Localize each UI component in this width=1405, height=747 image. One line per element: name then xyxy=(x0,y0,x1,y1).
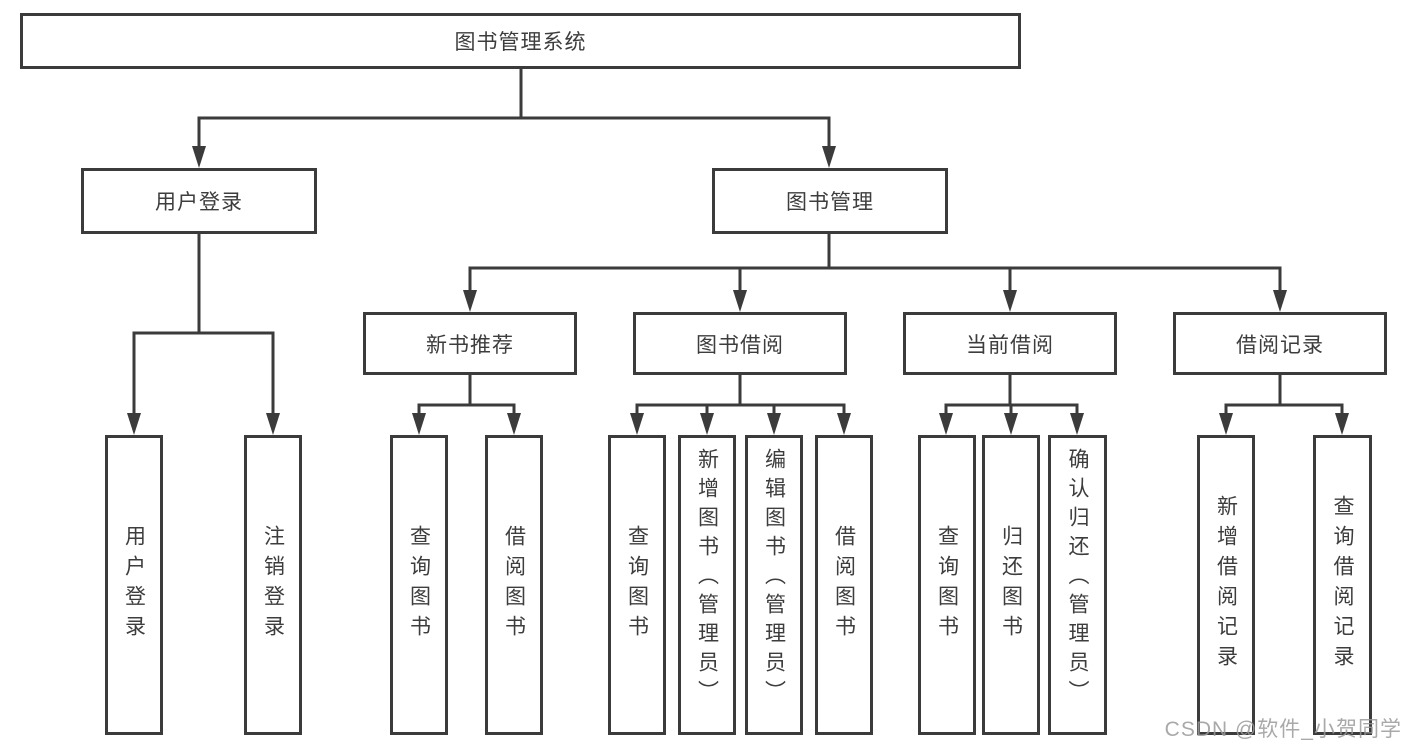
node-book-borrow: 图书借阅 xyxy=(633,312,847,375)
arrow-icon xyxy=(837,413,851,435)
node-label: 用户登录 xyxy=(155,191,243,214)
leaf-borrow-books: 借阅图书 xyxy=(815,435,873,735)
node-root: 图书管理系统 xyxy=(20,13,1021,69)
node-label: 查询图书 xyxy=(935,525,959,645)
node-label: 新书推荐 xyxy=(426,333,514,357)
arrow-icon xyxy=(463,290,477,312)
node-new-book-recommend: 新书推荐 xyxy=(363,312,577,375)
connector-bookborrow-split xyxy=(635,403,846,413)
node-book-management: 图书管理 xyxy=(712,168,948,234)
node-label: 图书管理 xyxy=(786,191,874,214)
node-label: 借阅图书 xyxy=(832,525,856,645)
node-current-borrow: 当前借阅 xyxy=(903,312,1117,375)
arrow-icon xyxy=(127,413,141,435)
node-label: 借阅图书 xyxy=(502,525,526,645)
arrow-icon xyxy=(1219,413,1233,435)
node-root-label: 图书管理系统 xyxy=(454,31,587,54)
arrowheads xyxy=(127,146,1349,435)
arrow-icon xyxy=(192,146,206,168)
leaf-edit-book-admin: 编辑图书（管理员） xyxy=(745,435,803,735)
leaf-user-login: 用户登录 xyxy=(105,435,163,735)
leaf-return-book: 归还图书 xyxy=(982,435,1040,735)
node-label: 查询借阅记录 xyxy=(1331,495,1354,675)
arrow-icon xyxy=(733,290,747,312)
node-label: 归还图书 xyxy=(999,525,1023,645)
arrow-icon xyxy=(412,413,426,435)
node-label: 查询图书 xyxy=(625,525,649,645)
connector-level1-split xyxy=(197,116,831,146)
node-borrow-records: 借阅记录 xyxy=(1173,312,1387,375)
connector-lines xyxy=(132,67,1344,413)
arrow-icon xyxy=(822,146,836,168)
arrow-icon xyxy=(1003,290,1017,312)
leaf-add-borrow-record: 新增借阅记录 xyxy=(1197,435,1255,735)
arrow-icon xyxy=(939,413,953,435)
leaf-query-borrow-record: 查询借阅记录 xyxy=(1313,435,1372,735)
node-label: 注销登录 xyxy=(261,525,285,645)
node-label: 新增图书（管理员） xyxy=(695,448,719,709)
arrow-icon xyxy=(1335,413,1349,435)
leaf-logout: 注销登录 xyxy=(244,435,302,735)
arrow-icon xyxy=(1273,290,1287,312)
arrow-icon xyxy=(1070,413,1084,435)
leaf-borrow-books-recommend: 借阅图书 xyxy=(485,435,543,735)
arrow-icon xyxy=(767,413,781,435)
node-label: 当前借阅 xyxy=(966,333,1054,357)
connector-userlogin-split xyxy=(132,331,275,413)
connector-newbook-split xyxy=(417,403,516,413)
leaf-confirm-return-admin: 确认归还（管理员） xyxy=(1048,435,1107,735)
node-label: 图书借阅 xyxy=(696,333,784,357)
node-label: 借阅记录 xyxy=(1236,333,1324,357)
arrow-icon xyxy=(700,413,714,435)
node-user-login: 用户登录 xyxy=(81,168,317,234)
node-label: 新增借阅记录 xyxy=(1214,495,1238,675)
leaf-query-books-recommend: 查询图书 xyxy=(390,435,448,735)
watermark: CSDN @软件_小贺同学 xyxy=(1164,718,1402,741)
node-label: 用户登录 xyxy=(122,525,146,645)
connector-level2-split xyxy=(468,266,1282,290)
arrow-icon xyxy=(507,413,521,435)
connector-records-split xyxy=(1224,403,1344,413)
arrow-icon xyxy=(630,413,644,435)
arrow-icon xyxy=(1004,413,1018,435)
arrow-icon xyxy=(266,413,280,435)
leaf-query-books-borrow: 查询图书 xyxy=(608,435,666,735)
node-label: 编辑图书（管理员） xyxy=(762,448,786,709)
node-label: 查询图书 xyxy=(407,525,431,645)
leaf-query-books-current: 查询图书 xyxy=(918,435,976,735)
node-label: 确认归还（管理员） xyxy=(1066,448,1089,709)
leaf-add-book-admin: 新增图书（管理员） xyxy=(678,435,736,735)
